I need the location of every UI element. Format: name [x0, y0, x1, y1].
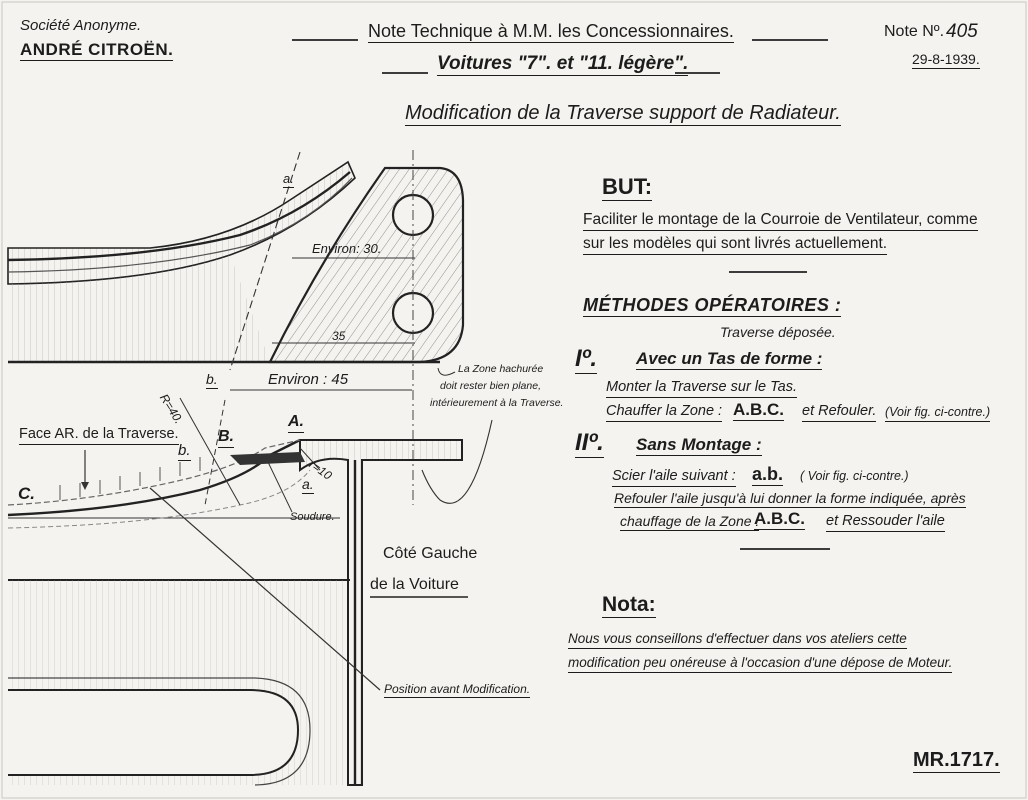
method1-title: Avec un Tas de forme : [636, 349, 823, 370]
label-b-mid: b. [178, 442, 191, 461]
mr-reference: MR.1717. [913, 749, 1000, 773]
method1-ref: (Voir fig. ci-contre.) [885, 406, 991, 422]
method2-ref: ( Voir fig. ci-contre.) [800, 469, 909, 483]
nota-heading: Nota: [602, 593, 656, 618]
zone-note-line1: La Zone hachurée [458, 363, 544, 375]
method2-line3b: et Ressouder l'aile [826, 514, 945, 532]
methodes-subheading: Traverse déposée. [720, 324, 836, 340]
method2-line2: Refouler l'aile jusqu'à lui donner la fo… [614, 490, 966, 508]
method2-line1: Scier l'aile suivant : [612, 469, 736, 487]
method2-abc: A.B.C. [754, 509, 805, 530]
label-C: C. [18, 484, 35, 503]
company-name: ANDRÉ CITROËN. [20, 40, 174, 61]
subject-title: Modification de la Traverse support de R… [405, 102, 841, 126]
nota-line1: Nous vous conseillons d'effectuer dans v… [568, 632, 907, 649]
method2-ab: a.b. [752, 464, 784, 486]
label-a-mid: a. [302, 476, 314, 494]
method1-abc: A.B.C. [733, 400, 784, 421]
method1-line2: Chauffer la Zone : [606, 404, 723, 422]
but-line2: sur les modèles qui sont livrés actuelle… [583, 236, 888, 255]
soudure-label: Soudure. [290, 511, 335, 523]
note-date: 29-8-1939. [912, 51, 980, 69]
method1-numeral: Iº. [575, 345, 598, 374]
label-B: B. [218, 429, 234, 448]
but-line1: Faciliter le montage de la Courroie de V… [583, 212, 978, 231]
method1-line2b: et Refouler. [802, 404, 877, 422]
zone-note-line3: intérieurement à la Traverse. [430, 397, 564, 409]
face-ar-label: Face AR. de la Traverse. [19, 427, 179, 445]
vehicles-line: Voitures "7". et "11. légère". [437, 53, 689, 76]
methodes-heading: MÉTHODES OPÉRATOIRES : [583, 295, 842, 317]
label-A: A. [288, 414, 304, 433]
label-a-top: a. [283, 171, 294, 188]
nota-line2: modification peu onéreuse à l'occasion d… [568, 656, 953, 673]
cote-gauche-line2: de la Voiture [370, 576, 459, 593]
method2-numeral: IIº. [575, 429, 604, 458]
cote-gauche-line1: Côté Gauche [383, 545, 478, 562]
dim-environ-45: Environ : 45 [268, 371, 349, 388]
company-line1: Société Anonyme. [20, 17, 142, 34]
dim-environ-30: Environ: 30. [312, 241, 382, 256]
method2-title: Sans Montage : [636, 435, 762, 456]
doc-title: Note Technique à M.M. les Concessionnair… [368, 21, 734, 43]
note-label: Note Nº. [884, 23, 945, 40]
zone-note-line2: doit rester bien plane, [440, 380, 541, 392]
method2-line3: chauffage de la Zone : [620, 513, 760, 531]
but-heading: BUT: [602, 174, 653, 201]
dim-35: 35 [332, 329, 346, 343]
method1-line1: Monter la Traverse sur le Tas. [606, 380, 797, 398]
position-avant-label: Position avant Modification. [384, 682, 531, 698]
label-b-top: b. [206, 371, 218, 389]
note-number: 405 [946, 21, 978, 42]
